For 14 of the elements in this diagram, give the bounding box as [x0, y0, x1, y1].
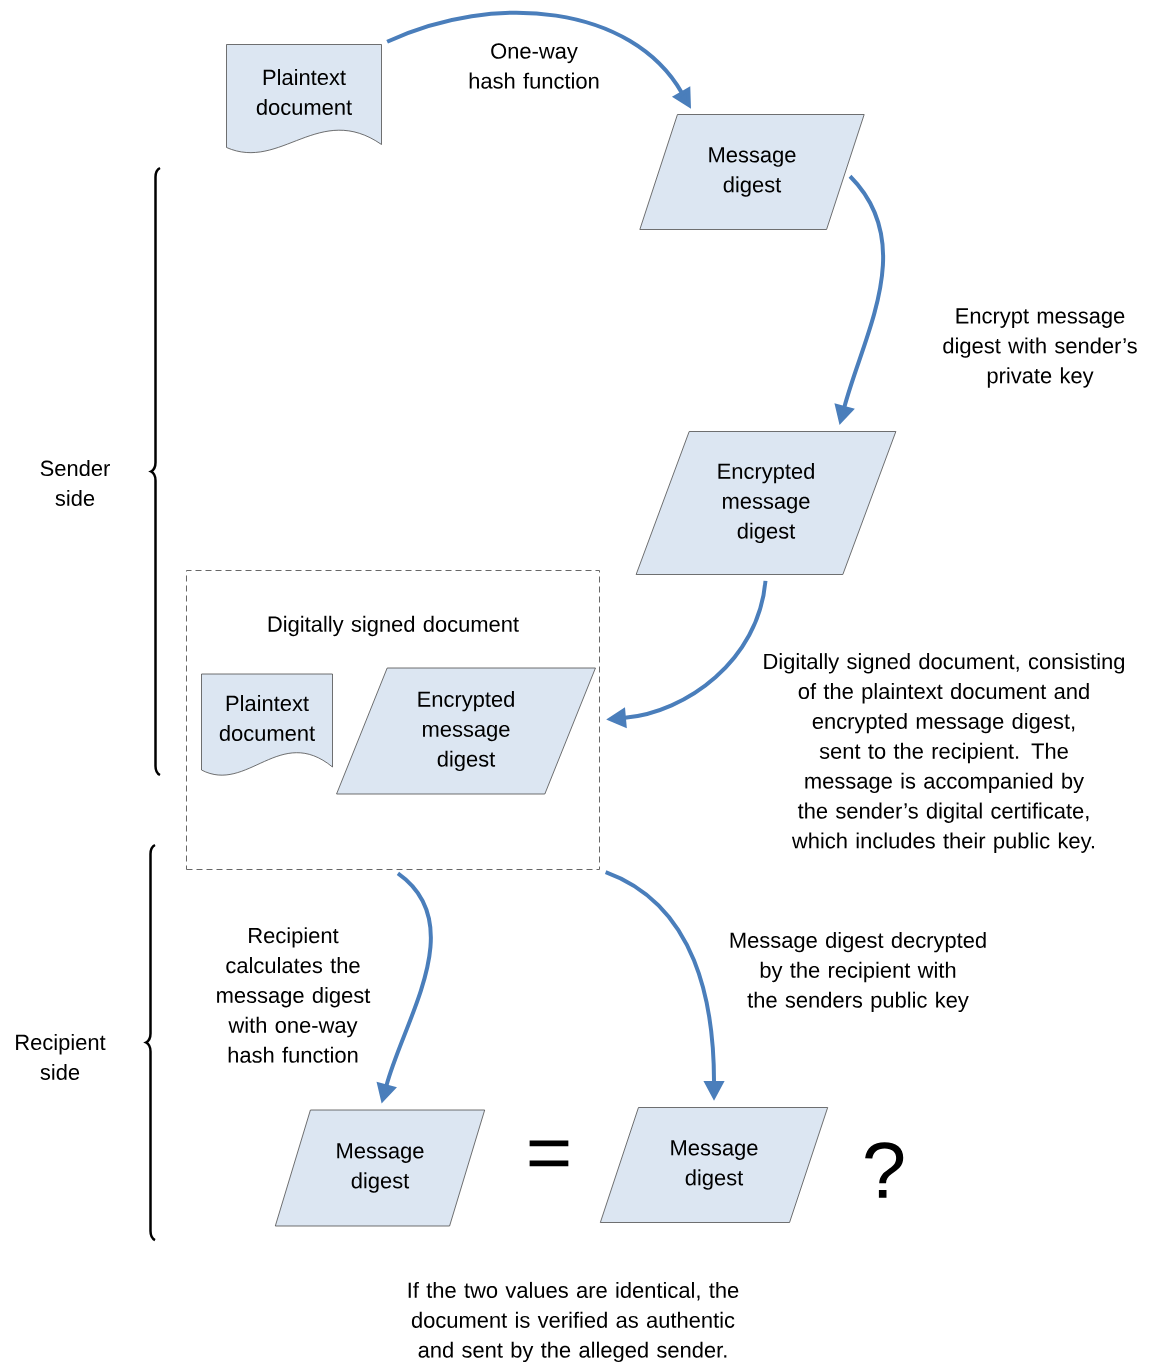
data-parallelogram: Encrypted message digest: [336, 667, 596, 795]
edge-label: Message digest decrypted by the recipient with the senders public key: [730, 931, 986, 1013]
data-parallelogram: Message digest: [599, 1107, 829, 1223]
equals-sign: =: [529, 1140, 569, 1167]
edge-label: Digitally signed document, consisting of the plaintext document and encrypted message digest, sent to the recipient. The message is accompanied by the sender’s digital certificate, which includes their public key.: [764, 653, 1125, 853]
data-parallelogram: Message digest: [274, 1109, 486, 1227]
data-parallelogram: Message digest: [639, 114, 865, 230]
data-parallelogram: Encrypted message digest: [635, 431, 897, 575]
edge-label: Recipient calculates the message digest with one-way hash function: [217, 927, 371, 1063]
note: If the two values are identical, the document is verified as authentic and sent by the alleged sender.: [408, 1281, 739, 1363]
edge-label: Encrypt message digest with sender’s private key: [943, 308, 1137, 388]
side-label: Sender side: [40, 460, 110, 506]
edge-label: One-way hash function: [469, 43, 599, 89]
side-label: Recipient side: [16, 1034, 106, 1080]
